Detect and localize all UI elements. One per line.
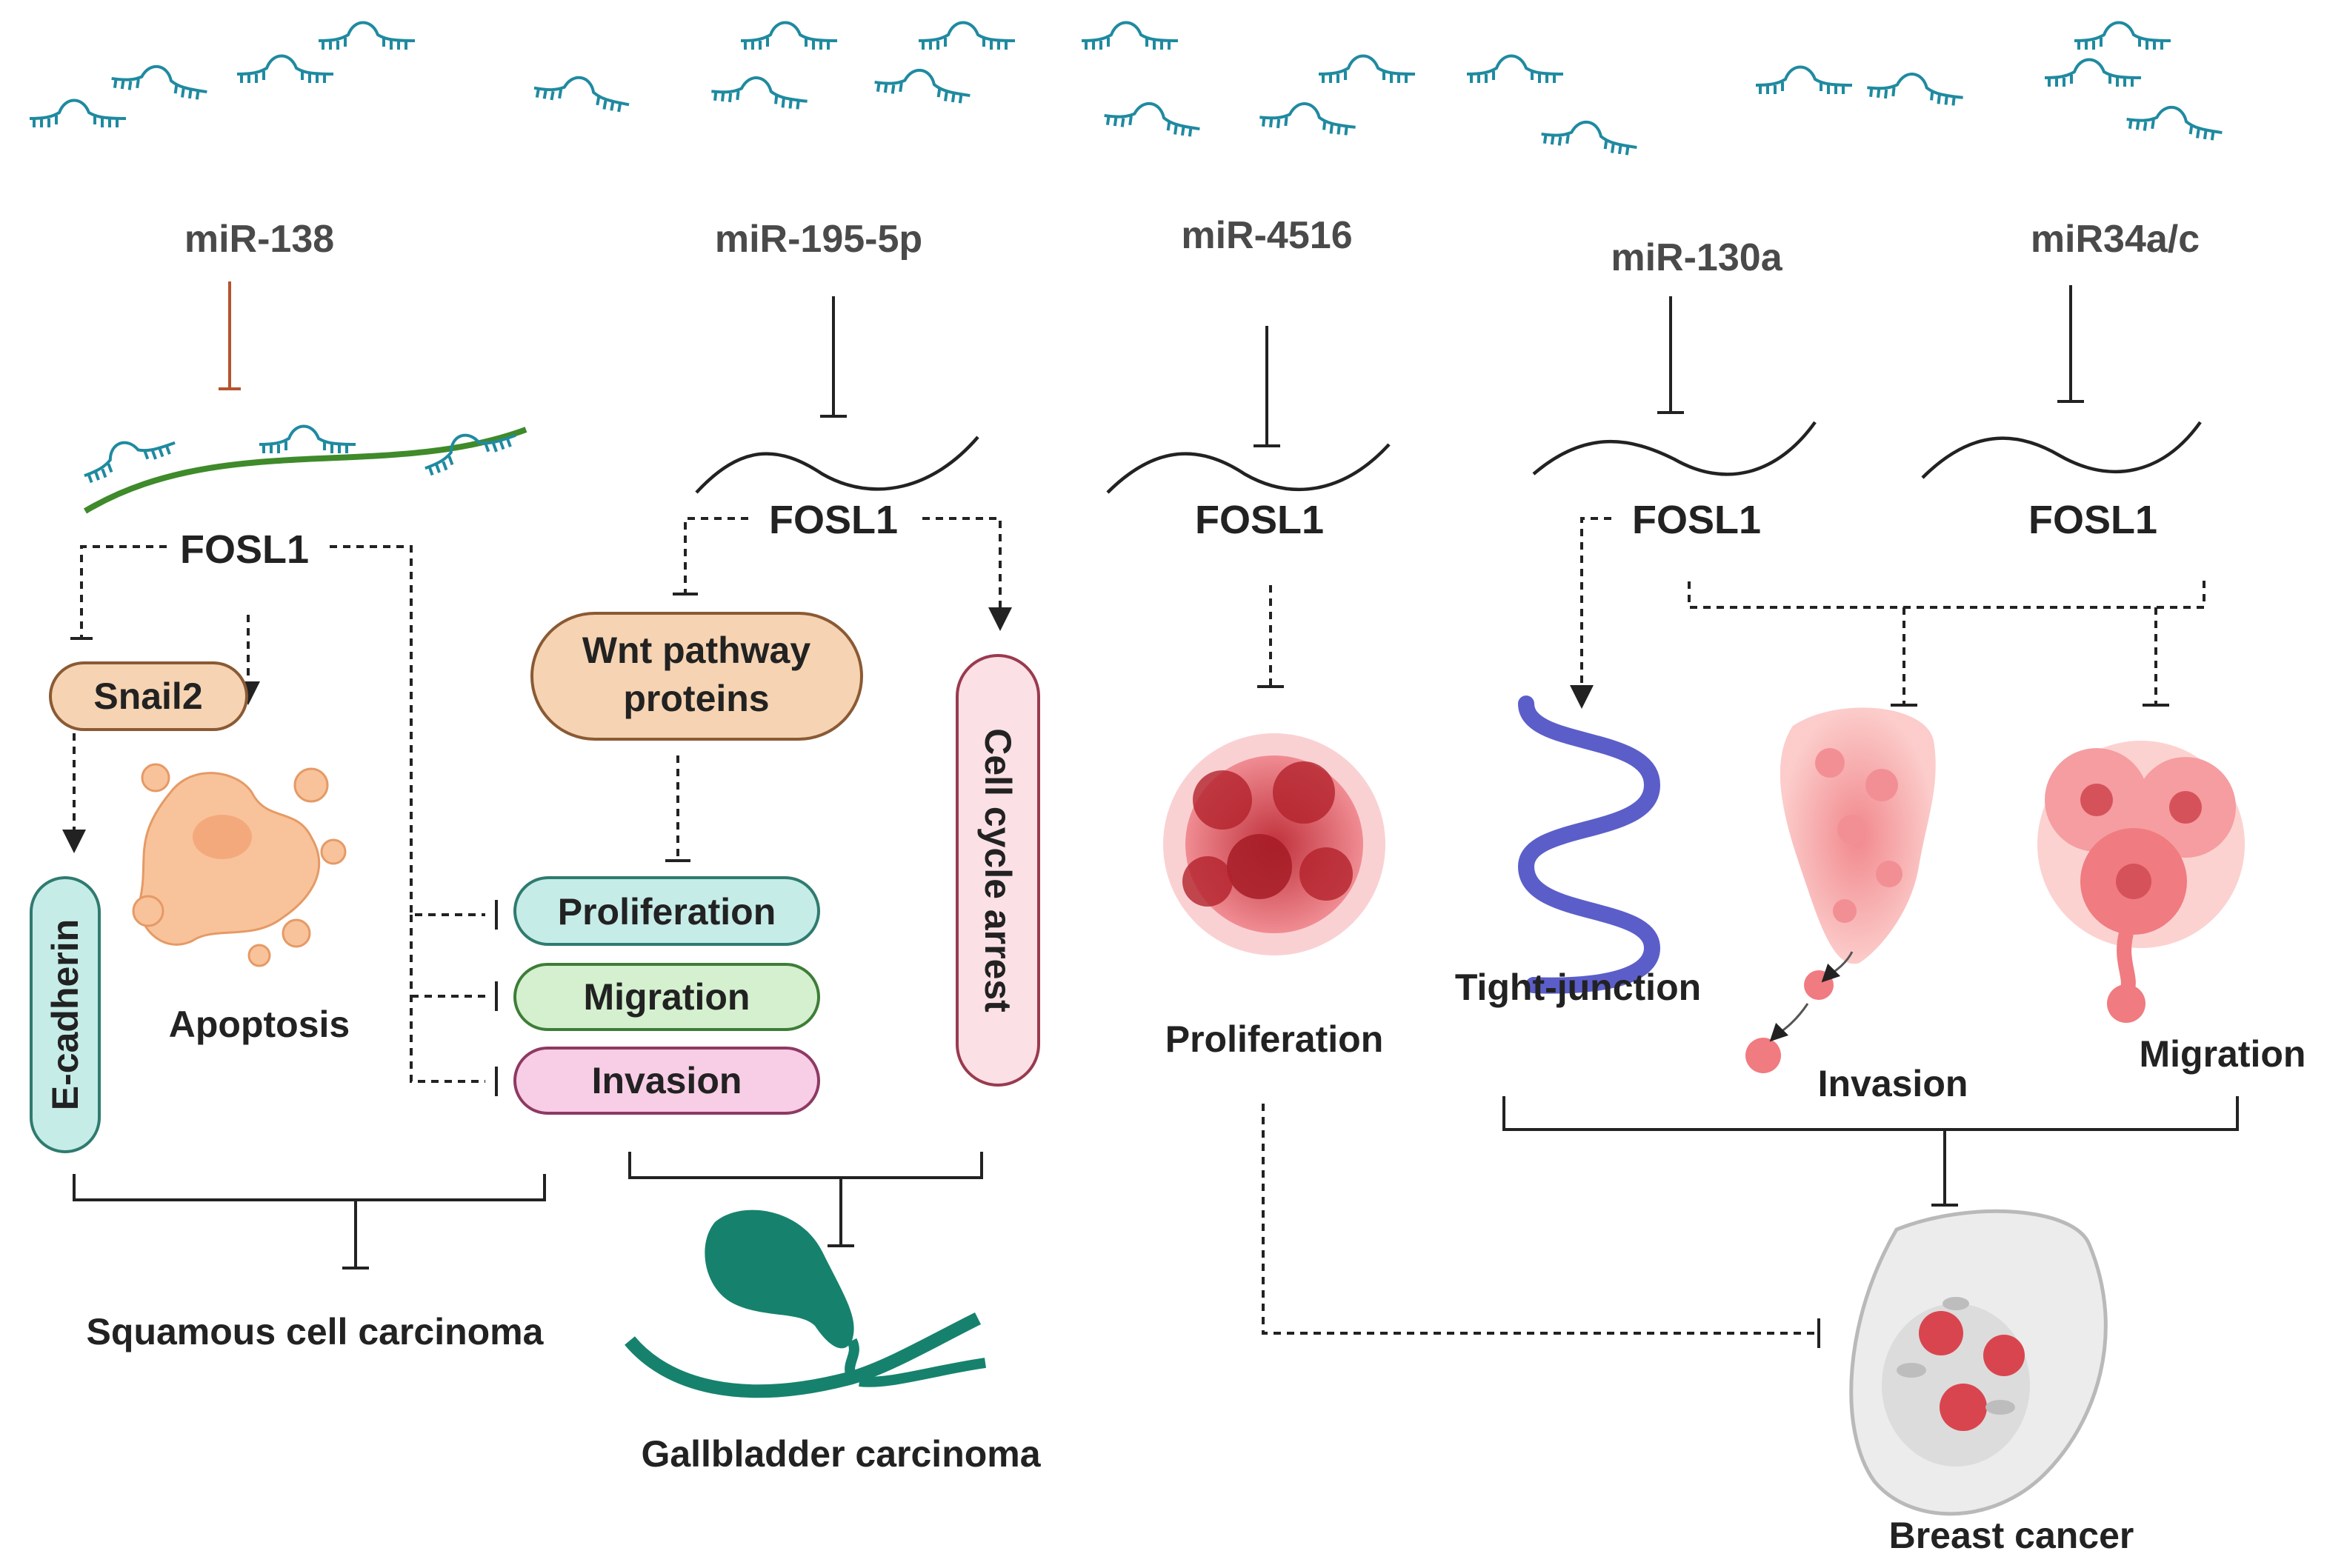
breast-cancer-label: Breast cancer	[1889, 1515, 2134, 1556]
apoptosis-label: Apoptosis	[169, 1004, 350, 1045]
panel-squamous: FOSL1 Snail2 E-cadherin Apoptosis Squamo…	[30, 281, 546, 1352]
gallbladder-icon	[625, 1210, 986, 1398]
mirna-label-138: miR-138	[184, 218, 334, 261]
proliferation-label-2: Proliferation	[558, 891, 776, 933]
mirna-label-130a: miR-130a	[1611, 236, 1782, 279]
gallbladder-cancer-label: Gallbladder carcinoma	[641, 1433, 1041, 1475]
cell-cycle-label: Cell cycle arrest	[977, 728, 1019, 1012]
fosl1-label-3: FOSL1	[1195, 498, 1324, 542]
ecadherin-box	[30, 876, 101, 1153]
fosl1-label-2: FOSL1	[769, 498, 898, 542]
invasion-cell-icon	[1745, 707, 1936, 1073]
snail2-box	[49, 661, 248, 731]
cell-cycle-box	[956, 654, 1040, 1087]
mirna-label-34ac: miR34a/c	[2031, 218, 2200, 261]
migration-box	[513, 963, 820, 1031]
fosl1-strand-3	[1106, 443, 1391, 494]
squamous-cancer-label: Squamous cell carcinoma	[87, 1311, 545, 1352]
fosl1-strand-5	[1921, 421, 2202, 479]
breast-icon	[1849, 1209, 2108, 1516]
migration-label-5: Migration	[2140, 1033, 2306, 1075]
panel-gallbladder: FOSL1 Wnt pathway proteins Proliferation…	[513, 296, 1042, 1475]
fosl1-label-5: FOSL1	[2028, 498, 2157, 542]
apoptosis-icon	[132, 763, 347, 967]
proliferation-label-3: Proliferation	[1165, 1018, 1383, 1060]
fosl1-label-4: FOSL1	[1632, 498, 1761, 542]
invasion-label-5: Invasion	[1818, 1063, 1968, 1104]
wnt-label-line2: proteins	[623, 678, 769, 719]
tight-junction-label: Tight-junction	[1455, 967, 1701, 1008]
invasion-box	[513, 1047, 820, 1115]
mirna-label-195: miR-195-5p	[715, 218, 922, 261]
proliferation-box	[513, 876, 820, 946]
fosl1-strand-2	[695, 436, 979, 494]
fosl1-strand-4	[1532, 421, 1817, 476]
fosl1-label-1: FOSL1	[180, 527, 309, 572]
tight-junction-icon	[1517, 695, 1661, 994]
panel-mir4516: FOSL1 Proliferation	[1106, 326, 1820, 1348]
wnt-label-line1: Wnt pathway	[582, 630, 811, 671]
mirna-decorations	[28, 21, 2226, 158]
migration-label-2: Migration	[584, 976, 750, 1018]
invasion-label-2: Invasion	[592, 1060, 742, 1101]
ecadherin-label: E-cadherin	[44, 919, 86, 1110]
snail2-label: Snail2	[93, 675, 202, 717]
mirna-label-4516: miR-4516	[1181, 214, 1352, 257]
panel-breast: FOSL1 FOSL1 Tight-junction Invasion	[1455, 285, 2306, 1556]
wnt-box	[530, 612, 863, 741]
fosl1-mrna	[83, 427, 527, 514]
tumor-cluster-icon	[1163, 733, 1385, 955]
migration-cell-icon	[2037, 741, 2245, 1023]
